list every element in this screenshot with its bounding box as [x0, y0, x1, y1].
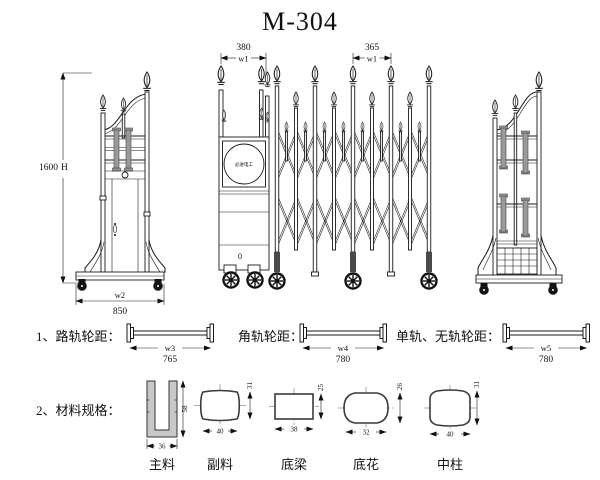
end-width-value: 850 — [113, 307, 128, 317]
center-post-width: 40 — [447, 431, 455, 439]
beam-width: 38 — [291, 426, 299, 434]
material-label-aux: 副料 — [207, 457, 233, 472]
material-label-bottom-beam: 底梁 — [281, 457, 307, 472]
dim-drive-pitch: 380 w1 — [220, 43, 267, 76]
axle-trackless: w5 780 — [502, 323, 590, 365]
height-label: H — [61, 163, 68, 173]
page-title: M-304 — [262, 7, 338, 36]
material-label-bottom-ornament: 底花 — [353, 457, 379, 472]
dim-end-width: w2 850 — [75, 284, 165, 317]
axle-rail-label: w3 — [165, 343, 175, 353]
aux-width: 40 — [217, 428, 225, 436]
material-profile-center-post: 40 31 中柱 — [424, 381, 481, 472]
drive-zero: 0 — [238, 252, 242, 261]
wheelbase-heading-rail: 1、路轨轮距： — [36, 329, 121, 344]
axle-trackless-label: w5 — [541, 343, 551, 353]
gate-logo-text: 必进电工 — [235, 161, 253, 168]
wheelbase-heading-angle: 角轨轮距： — [238, 329, 303, 344]
height-value: 1600 — [39, 163, 58, 173]
drive-unit: 必进电工 0 — [216, 65, 271, 289]
beam-height: 25 — [317, 384, 325, 392]
wheelbase-heading-trackless: 单轨、无轨轮距： — [396, 329, 500, 344]
left-gate-end-elevation — [75, 71, 166, 291]
axle-angle: w4 780 — [299, 323, 387, 365]
axle-rail: w3 765 — [126, 323, 214, 365]
material-spec-row: 2、材料规格： 36 58 主料 40 31 副料 — [36, 380, 481, 472]
main-width: 36 — [159, 443, 167, 451]
axle-angle-value: 780 — [336, 355, 351, 365]
gate-logo-circle — [223, 143, 265, 185]
gate-posts — [268, 65, 438, 290]
base-grille — [496, 247, 538, 275]
retractable-gate-elevation: 必进电工 0 380 w1 365 w1 — [216, 43, 438, 290]
axle-trackless-value: 780 — [539, 355, 554, 365]
panel-pitch-value: 365 — [365, 43, 380, 53]
material-label-main: 主料 — [149, 457, 175, 472]
dim-panel-pitch: 365 w1 — [352, 43, 392, 64]
dim-overall-height: 1600 H — [39, 72, 92, 284]
main-height: 58 — [181, 405, 189, 413]
end-width-label: w2 — [115, 290, 125, 300]
right-gate-end-elevation — [475, 71, 563, 295]
material-profile-main: 36 58 主料 — [146, 380, 189, 472]
material-profile-bottom-beam: 38 25 底梁 — [269, 384, 325, 472]
ornament-height: 26 — [396, 383, 404, 391]
drive-pitch-label: w1 — [238, 54, 248, 64]
axle-angle-label: w4 — [338, 343, 349, 353]
aux-height: 31 — [246, 382, 254, 390]
material-profile-bottom-ornament: 32 26 底花 — [338, 383, 404, 472]
drive-pitch-value: 380 — [236, 43, 251, 53]
material-label-center-post: 中柱 — [437, 457, 463, 472]
axle-rail-value: 765 — [163, 355, 178, 365]
ornament-width: 32 — [363, 429, 371, 437]
panel-pitch-label: w1 — [367, 54, 377, 64]
wheelbase-spec-row: 1、路轨轮距： w3 765 角轨轮距： w4 780 单轨、无轨轮距： w5 … — [36, 323, 590, 365]
center-post-height: 31 — [473, 381, 481, 389]
material-profile-aux: 40 31 副料 — [194, 382, 254, 472]
materials-heading: 2、材料规格： — [36, 403, 121, 418]
